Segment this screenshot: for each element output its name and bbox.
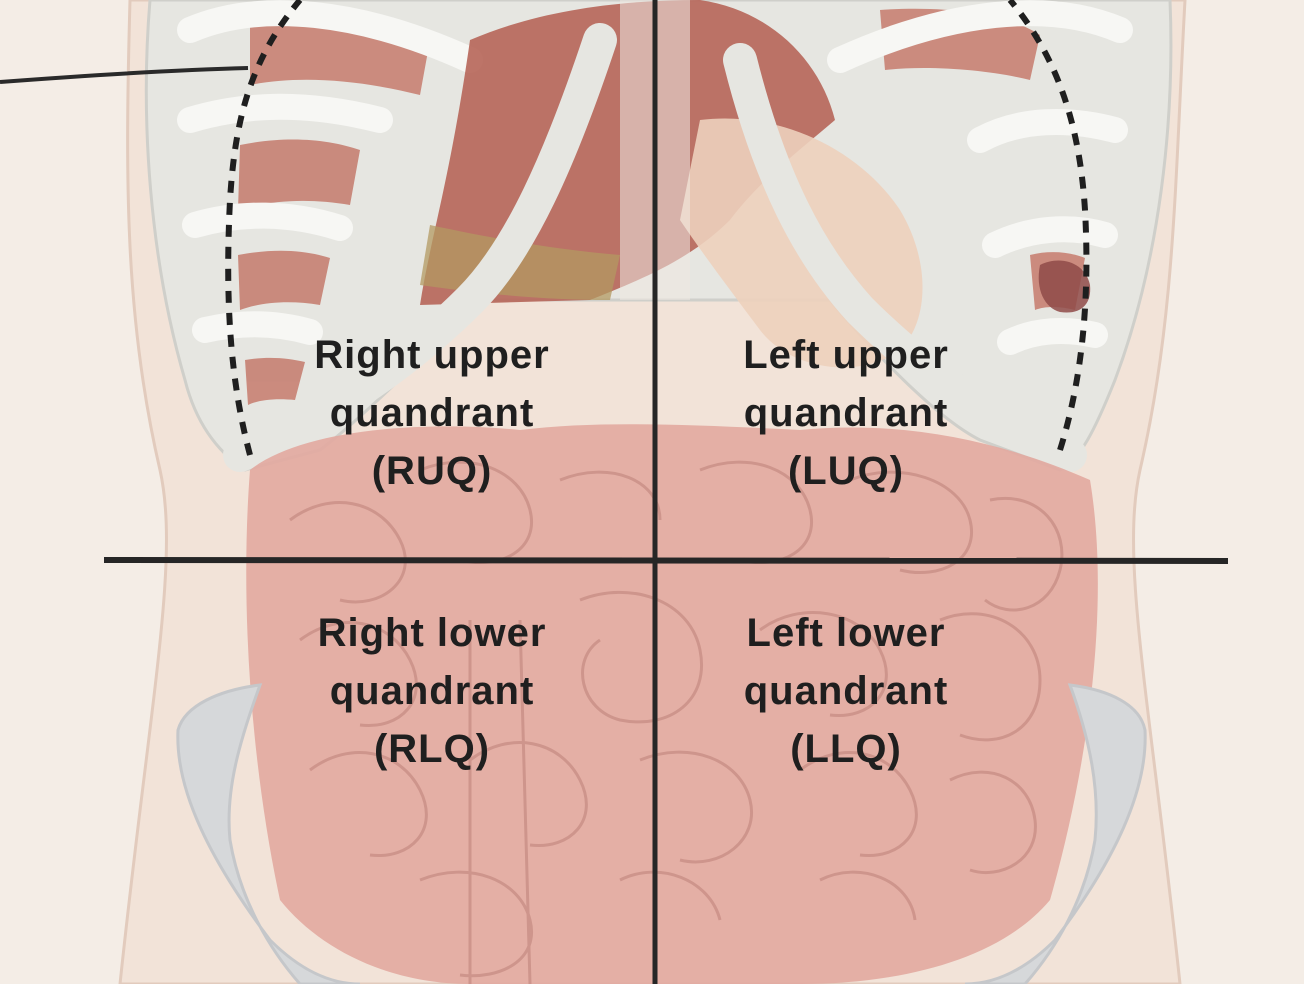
ruq-line-3: (RUQ) xyxy=(272,442,592,500)
ruq-line-2: quandrant xyxy=(272,384,592,442)
rlq-line-1: Right lower xyxy=(272,604,592,662)
llq-line-2: quandrant xyxy=(686,662,1006,720)
rlq-line-3: (RLQ) xyxy=(272,720,592,778)
quadrant-label-luq: Left upper quandrant (LUQ) xyxy=(686,326,1006,500)
luq-line-3: (LUQ) xyxy=(686,442,1006,500)
llq-line-3: (LLQ) xyxy=(686,720,1006,778)
quadrant-label-ruq: Right upper quandrant (RUQ) xyxy=(272,326,592,500)
quadrant-label-llq: Left lower quandrant (LLQ) xyxy=(686,604,1006,778)
horizontal-umbilical-line xyxy=(104,560,1228,561)
ruq-line-1: Right upper xyxy=(272,326,592,384)
luq-line-2: quandrant xyxy=(686,384,1006,442)
quadrant-label-rlq: Right lower quandrant (RLQ) xyxy=(272,604,592,778)
luq-line-1: Left upper xyxy=(686,326,1006,384)
rlq-line-2: quandrant xyxy=(272,662,592,720)
llq-line-1: Left lower xyxy=(686,604,1006,662)
